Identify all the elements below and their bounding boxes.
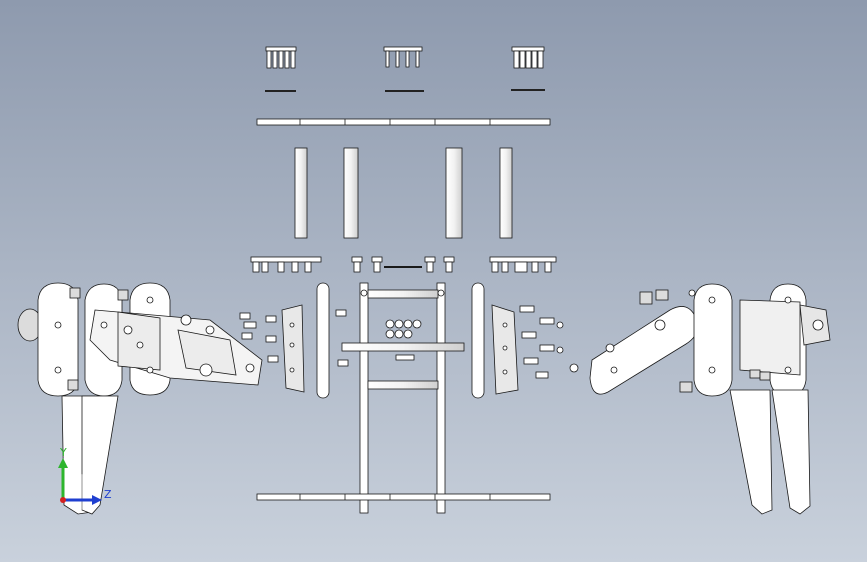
top-screw-group-center[interactable]: [383, 46, 423, 68]
top-screw-group-right[interactable]: [511, 46, 545, 69]
triad-y-label: Y: [59, 446, 67, 459]
fastener-cluster-right[interactable]: [519, 305, 579, 379]
top-screw-group-left[interactable]: [265, 46, 297, 69]
left-side-bracket[interactable]: [281, 282, 330, 399]
top-nut-row: [265, 89, 545, 92]
right-leg-assembly[interactable]: [589, 283, 831, 515]
fastener-cluster-left[interactable]: [239, 309, 349, 367]
standoff-rods[interactable]: [294, 147, 513, 239]
washer-stack-center[interactable]: [385, 319, 422, 361]
top-plate[interactable]: [256, 118, 551, 126]
bottom-plate[interactable]: [256, 493, 551, 501]
mid-screw-row[interactable]: [250, 256, 557, 273]
center-frame[interactable]: [341, 282, 465, 514]
left-leg-assembly[interactable]: [17, 282, 263, 515]
right-side-bracket[interactable]: [471, 282, 519, 399]
triad-z-label: Z: [104, 488, 112, 501]
orientation-triad: Y Z: [58, 446, 112, 510]
